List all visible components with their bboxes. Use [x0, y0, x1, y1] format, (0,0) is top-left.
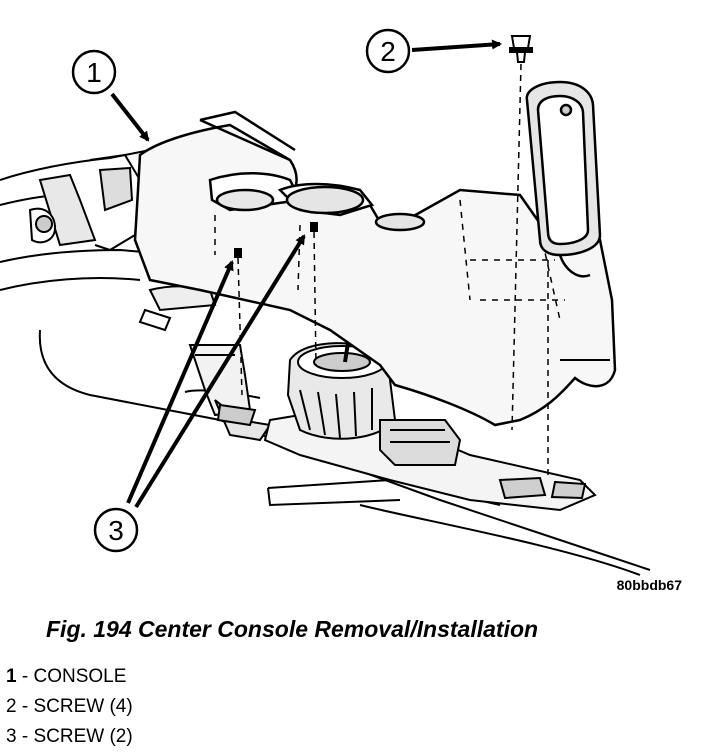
- callout-1: 1: [71, 49, 117, 95]
- shifter-assembly: [216, 316, 597, 512]
- console-drawing: 1 2 3 80bbdb67: [0, 28, 683, 593]
- console-body: [133, 110, 617, 427]
- legend-item-number: 2: [6, 696, 17, 717]
- legend-item-number: 1: [6, 666, 17, 687]
- leader-arrows: [110, 39, 502, 509]
- screw-3-points: [234, 222, 318, 258]
- callout-3: 3: [93, 507, 139, 553]
- legend-item-text: CONSOLE: [33, 666, 127, 687]
- legend-item-console: 1 - CONSOLE: [6, 662, 406, 692]
- callout-2: 2: [365, 28, 411, 74]
- legend-item-separator: -: [16, 666, 34, 687]
- legend-item-text: SCREW (2): [33, 726, 133, 747]
- parts-legend: 1 - CONSOLE 2 - SCREW (4) 3 - SCREW (2): [6, 662, 406, 752]
- screw-2-icon: [509, 35, 533, 63]
- figure-caption: Fig. 194 Center Console Removal/Installa…: [46, 616, 539, 642]
- legend-item-separator: -: [16, 726, 34, 747]
- callout-3-label: 3: [108, 515, 124, 546]
- legend-item-screw-4: 2 - SCREW (4): [6, 692, 406, 722]
- legend-item-screw-2: 3 - SCREW (2): [6, 722, 406, 752]
- drawing-code: 80bbdb67: [617, 577, 683, 593]
- legend-item-separator: -: [16, 696, 34, 717]
- floor-bracket: [188, 344, 272, 442]
- exploded-view-illustration: 1 2 3 80bbdb67: [0, 28, 683, 593]
- alignment-lines: [237, 63, 549, 480]
- callout-2-label: 2: [380, 36, 396, 67]
- callout-1-label: 1: [86, 57, 102, 88]
- legend-item-text: SCREW (4): [33, 696, 133, 717]
- legend-item-number: 3: [6, 726, 17, 747]
- armrest-lid: [525, 80, 602, 278]
